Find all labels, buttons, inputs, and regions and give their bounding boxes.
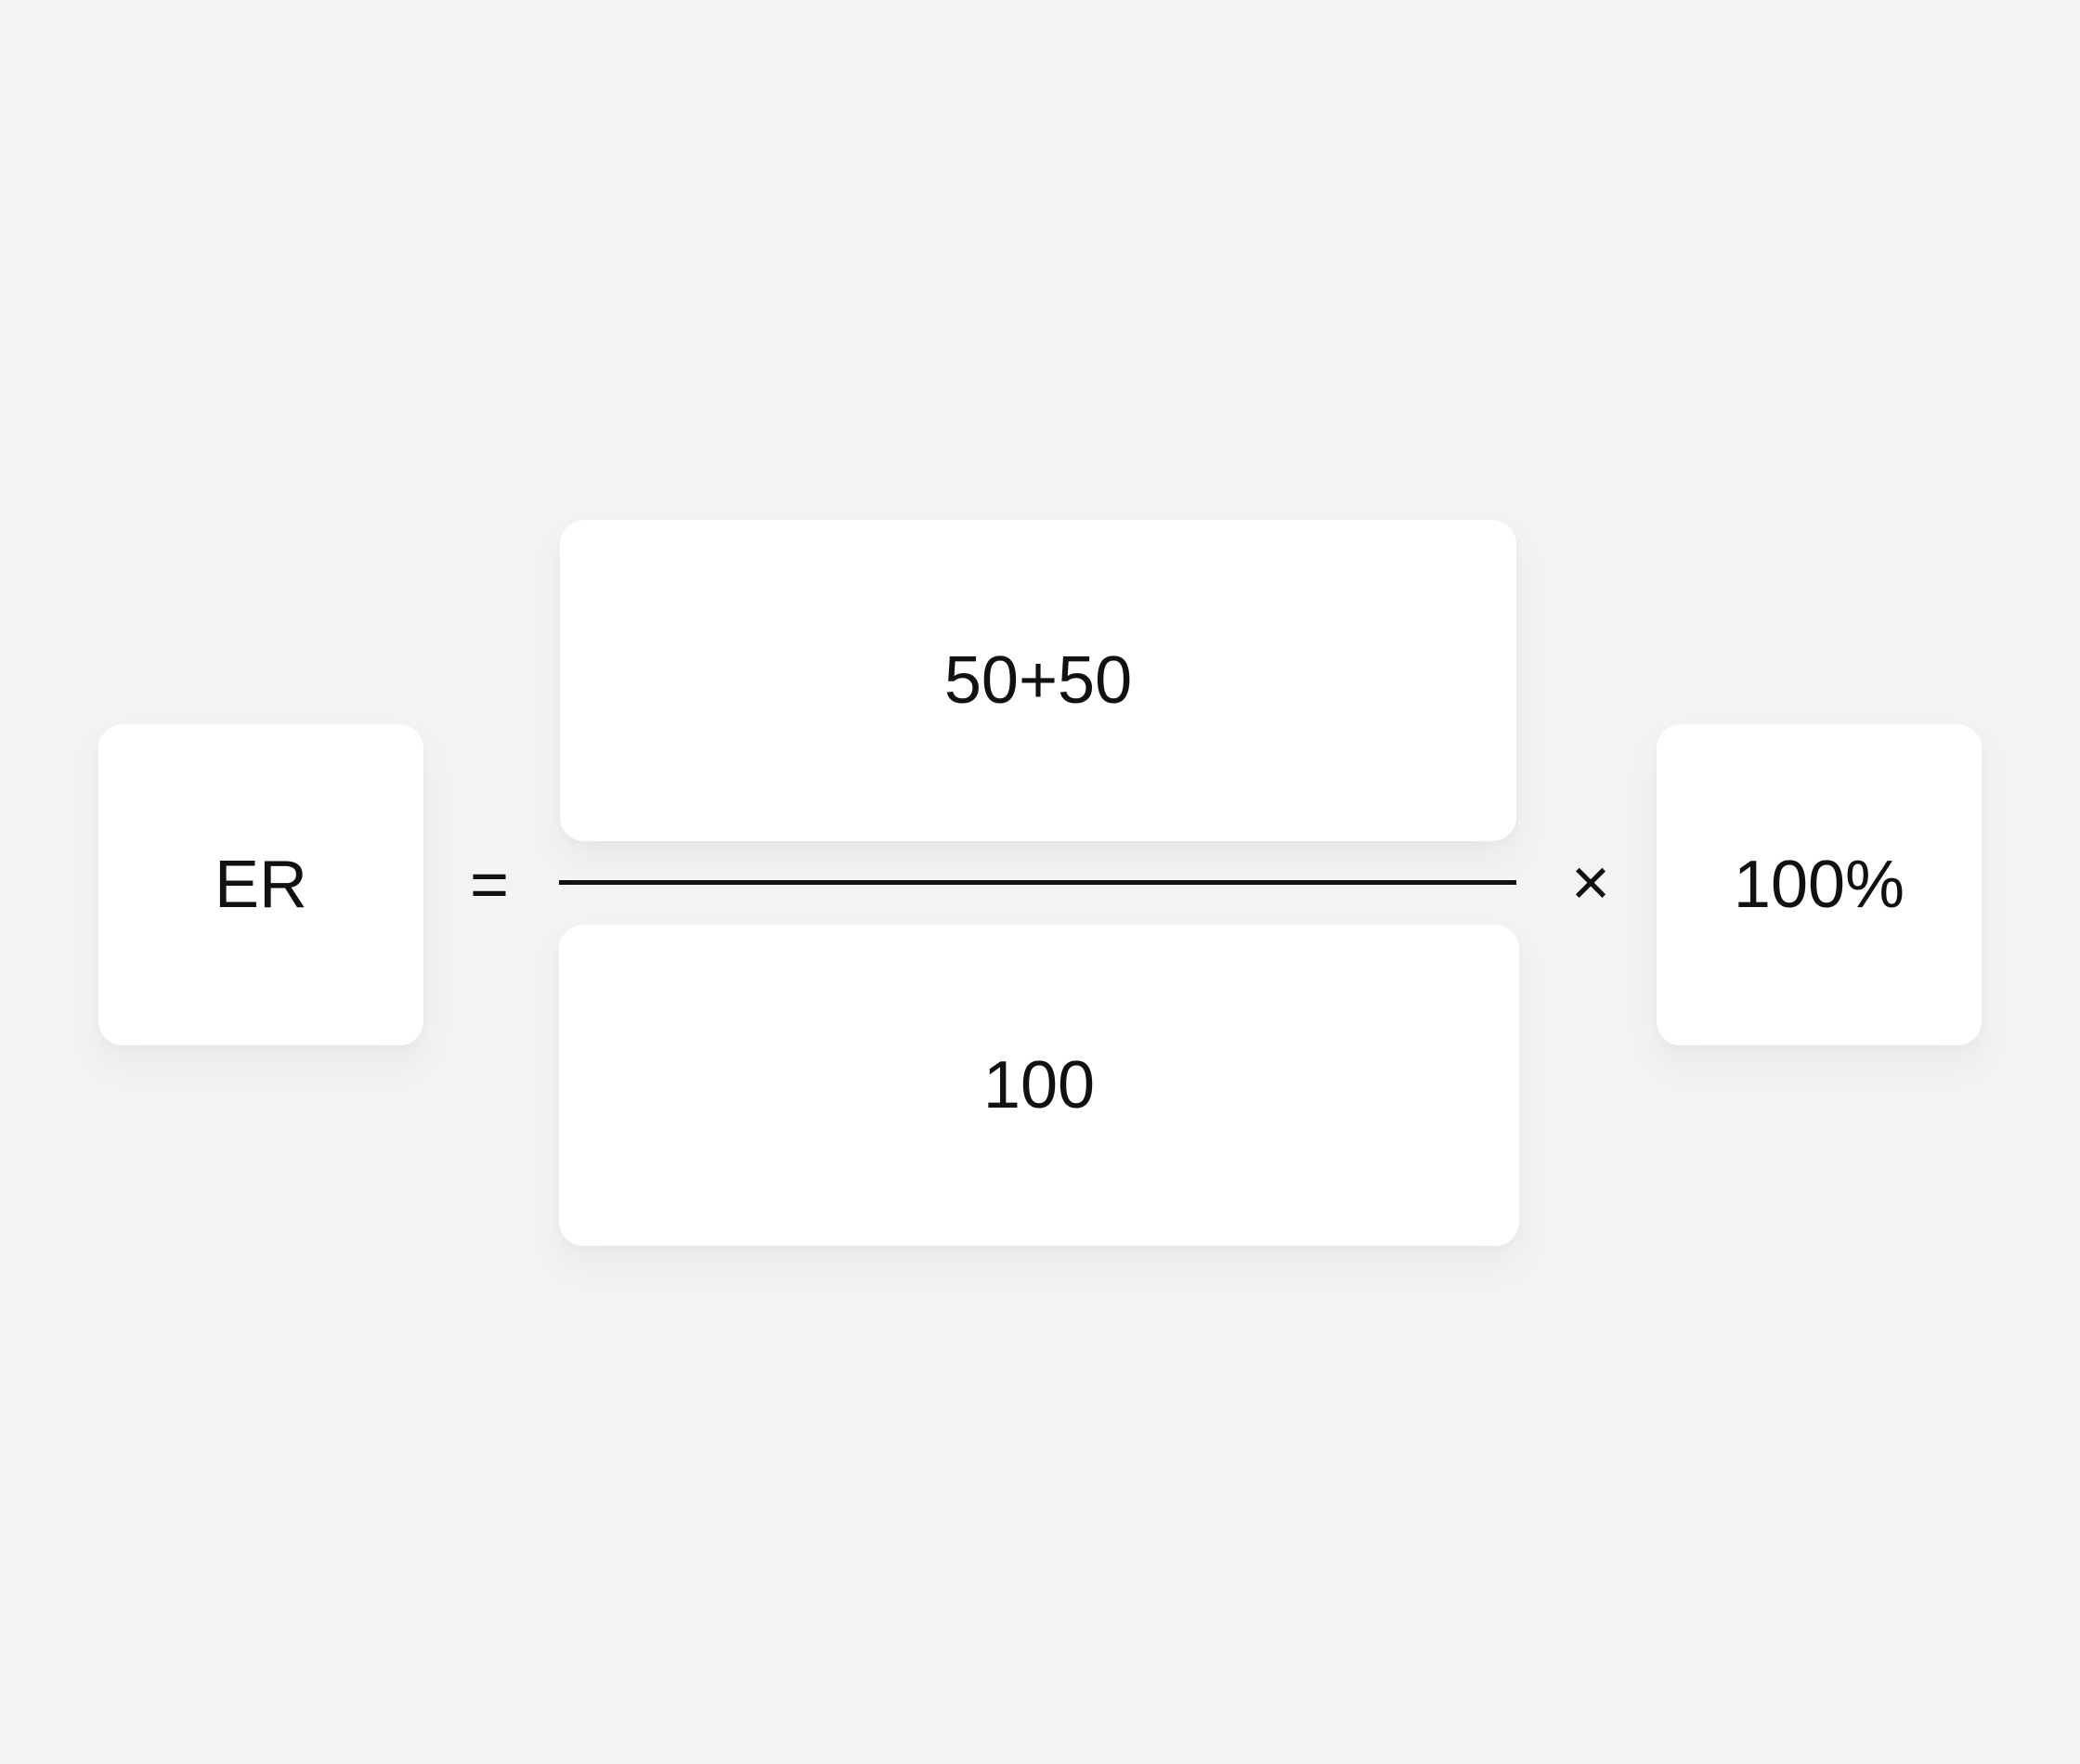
multiply-sign: × xyxy=(1570,846,1611,920)
result-label: ER xyxy=(214,848,308,922)
equals-sign: = xyxy=(469,848,510,922)
denominator-value: 100 xyxy=(982,1048,1096,1122)
result-label-card: ER xyxy=(98,724,423,1045)
fraction-bar xyxy=(559,880,1516,885)
numerator-value: 50+50 xyxy=(943,643,1133,718)
denominator-card: 100 xyxy=(559,925,1519,1246)
numerator-card: 50+50 xyxy=(560,520,1516,841)
multiplier-value: 100% xyxy=(1733,848,1905,922)
multiplier-card: 100% xyxy=(1657,724,1982,1045)
